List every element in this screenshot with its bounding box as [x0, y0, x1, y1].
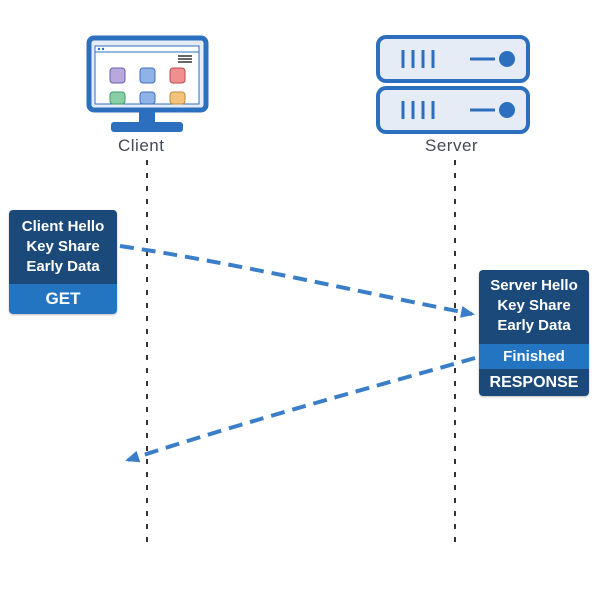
client-message-line: Client Hello	[21, 218, 105, 235]
server-label: Server	[425, 136, 479, 155]
client-message-box: Client Hello Key Share Early Data GET	[9, 210, 117, 314]
server-message-line: Server Hello	[490, 277, 578, 294]
server-rack-icon	[376, 35, 530, 134]
server-to-client-arrow	[125, 356, 476, 463]
client-label: Client	[118, 136, 165, 155]
server-message-lines: Server Hello Key Share Early Data	[479, 270, 589, 344]
client-get-tag: GET	[9, 284, 117, 314]
server-finished-tag: Finished	[479, 344, 589, 369]
server-message-line: Key Share	[497, 297, 571, 314]
server-message-box: Server Hello Key Share Early Data Finish…	[479, 270, 589, 396]
client-message-line: Key Share	[26, 238, 100, 255]
client-to-server-arrow	[119, 244, 475, 318]
client-message-line: Early Data	[26, 258, 100, 275]
desktop-monitor-icon	[86, 35, 209, 132]
client-message-lines: Client Hello Key Share Early Data	[9, 210, 117, 284]
server-response-label: RESPONSE	[479, 369, 589, 396]
server-message-line: Early Data	[497, 317, 571, 334]
